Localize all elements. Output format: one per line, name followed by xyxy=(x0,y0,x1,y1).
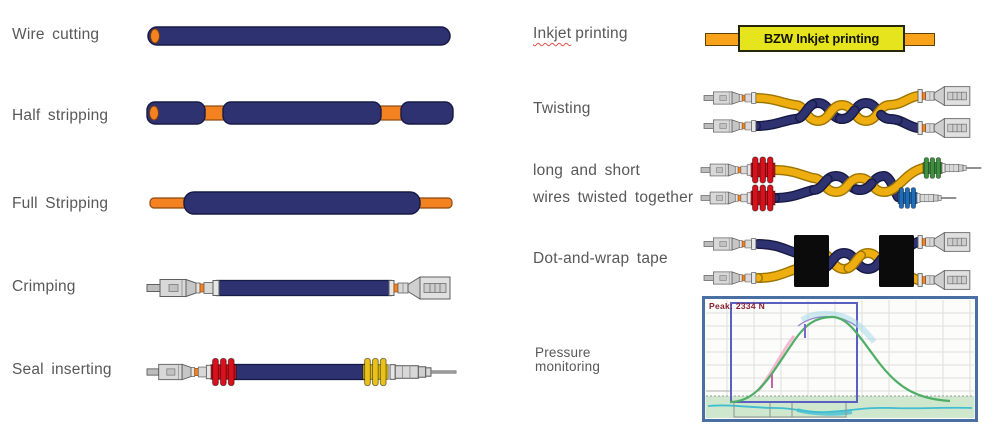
label-wire-cutting: Wire cutting xyxy=(12,26,100,43)
seal-inserting-graphic xyxy=(146,357,457,387)
label-crimping: Crimping xyxy=(12,278,76,295)
tape-block-right xyxy=(879,235,914,287)
label-half-stripping: Half stripping xyxy=(12,107,109,124)
long-short-twist-graphic xyxy=(700,156,982,212)
full-stripping-graphic xyxy=(149,191,453,215)
label-pressure-line1: Pressure xyxy=(535,345,591,360)
crimping-graphic xyxy=(146,276,451,300)
label-inkjet-word: Inkjet xyxy=(533,25,572,42)
wire-cutting-graphic xyxy=(147,26,451,46)
dot-wrap-tape-graphic xyxy=(703,232,971,290)
inkjet-label-box: BZW Inkjet printing xyxy=(738,25,905,52)
label-full-stripping: Full Stripping xyxy=(12,195,109,212)
twisting-graphic xyxy=(703,86,971,138)
label-long-short-line1: long and short xyxy=(533,162,641,179)
label-pressure-line2: monitoring xyxy=(535,359,601,374)
label-long-short-line2: wires twisted together xyxy=(533,189,694,206)
chart-window-rect xyxy=(730,302,858,403)
inkjet-printing-graphic: BZW Inkjet printing xyxy=(705,25,935,53)
chart-gridlines xyxy=(706,300,974,396)
inkjet-box-text: BZW Inkjet printing xyxy=(763,31,880,46)
pressure-monitoring-chart: Peak: 2334 N xyxy=(702,296,978,422)
tape-block-left xyxy=(794,235,829,287)
half-stripping-graphic xyxy=(146,101,454,125)
label-twisting: Twisting xyxy=(533,100,591,117)
label-dot-wrap-tape: Dot-and-wrap tape xyxy=(533,250,668,267)
chart-peak-label: Peak: 2334 N xyxy=(709,301,765,311)
label-seal-inserting: Seal inserting xyxy=(12,361,112,378)
label-printing-word: printing xyxy=(575,25,628,42)
